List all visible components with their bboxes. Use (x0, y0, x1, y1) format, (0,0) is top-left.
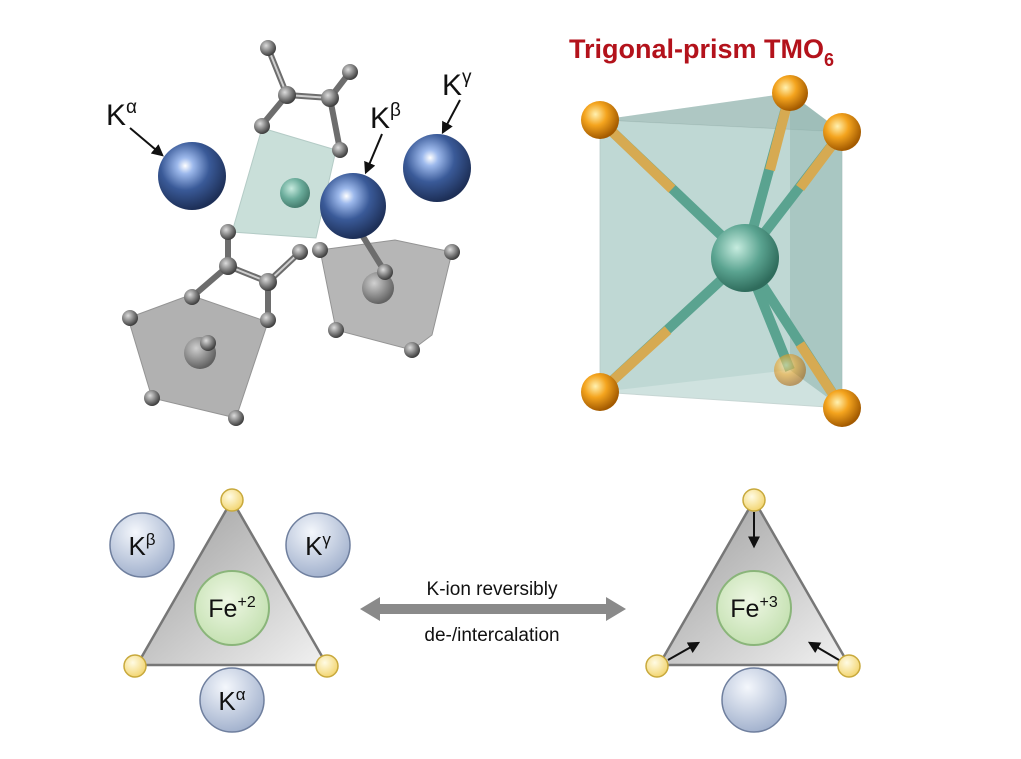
k-alpha-circle-label: Kα (218, 685, 245, 716)
k-gamma-ion (403, 134, 471, 202)
k-beta-circle-label: Kβ (128, 530, 155, 561)
fe3-vertex-right (837, 654, 861, 678)
k-gamma-arrow (441, 99, 461, 135)
k-gamma-circle-label: Kγ (305, 530, 331, 561)
fe3-vertex-left (645, 654, 669, 678)
fe3-schematic: Fe+3 (645, 488, 861, 733)
crystal-structure-fragment: Kα Kβ Kγ (106, 40, 472, 426)
k-vacancy-circle (721, 667, 787, 733)
oxygen-atom-top-left (581, 101, 619, 139)
double-arrow-shape (360, 597, 626, 621)
fe2-label: Fe+2 (208, 594, 256, 623)
gray-center-atom-right (362, 272, 394, 304)
arrow-label-line2: de-/intercalation (424, 625, 559, 646)
k-beta-circle (109, 512, 175, 578)
k-alpha-ion (158, 142, 226, 210)
k-alpha-circle (199, 667, 265, 733)
label-k-beta: Kβ (370, 100, 401, 135)
fe2-vertex-left (123, 654, 147, 678)
k-beta-ion (320, 173, 386, 239)
oxygen-atom-bottom-left (581, 373, 619, 411)
central-metal-atom (280, 178, 310, 208)
oxygen-atom-back-bottom (774, 354, 806, 386)
fe3-label: Fe+3 (730, 594, 778, 623)
prism-title: Trigonal-prism TMO6 (569, 34, 834, 70)
contraction-arrow-left (667, 641, 701, 661)
gray-atoms (122, 40, 460, 426)
fe3-center (716, 570, 792, 646)
oxygen-atom-bottom-right (823, 389, 861, 427)
transition-metal-atom (711, 224, 779, 292)
fe2-schematic: Fe+2 Kβ Kγ Kα (109, 488, 351, 733)
reversible-arrow: K-ion reversibly de-/intercalation (360, 579, 626, 646)
fe2-vertex-right (315, 654, 339, 678)
arrow-label-line1: K-ion reversibly (427, 579, 558, 600)
oxygen-atom-top-right (823, 113, 861, 151)
fe3-vertex-top (742, 488, 766, 512)
fe2-vertex-top (220, 488, 244, 512)
k-beta-arrow (364, 133, 383, 175)
trigonal-prism-figure: Trigonal-prism TMO6 (569, 34, 861, 427)
oxygen-atom-top-back (772, 75, 808, 111)
prism-face-right (790, 93, 842, 408)
label-k-gamma: Kγ (442, 67, 472, 102)
fe2-center (194, 570, 270, 646)
k-gamma-circle (285, 512, 351, 578)
contraction-arrow-right (807, 641, 840, 661)
k-alpha-arrow (129, 127, 164, 157)
label-k-alpha: Kα (106, 97, 137, 132)
